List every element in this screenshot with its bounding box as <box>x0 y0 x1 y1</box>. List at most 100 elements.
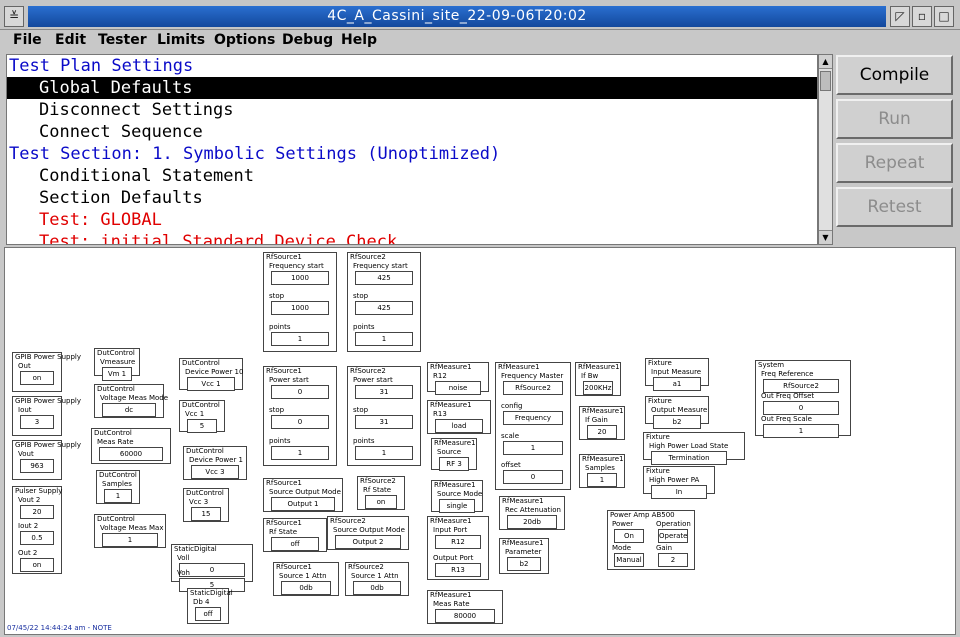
minimize-icon[interactable]: ▫ <box>912 6 932 27</box>
plan-item[interactable]: Test Plan Settings <box>9 56 194 76</box>
field-value[interactable]: 0db <box>353 581 401 595</box>
plan-scrollbar[interactable]: ▲ ▼ <box>818 54 833 245</box>
field-value[interactable]: 0 <box>763 401 839 416</box>
field-value[interactable]: Manual <box>614 553 644 567</box>
scroll-up-icon[interactable]: ▲ <box>819 55 832 69</box>
run-button[interactable]: Run <box>836 99 953 139</box>
field-value[interactable]: 3 <box>20 415 54 429</box>
field-value[interactable]: 1 <box>271 445 329 460</box>
field-label: Samples <box>102 480 132 488</box>
field-value[interactable]: RfSource2 <box>503 381 563 395</box>
field-value[interactable]: Termination <box>651 451 727 465</box>
repeat-button[interactable]: Repeat <box>836 143 953 183</box>
field-value[interactable]: Operate <box>658 529 688 543</box>
menu-help[interactable]: Help <box>341 32 378 48</box>
menu-file[interactable]: File <box>13 32 42 48</box>
field-value[interactable]: In <box>651 485 707 499</box>
resize-icon[interactable]: ◸ <box>890 6 910 27</box>
block-title: RfSource1 <box>266 479 302 487</box>
field-value[interactable]: dc <box>102 403 156 417</box>
field-value[interactable]: 1 <box>355 331 413 346</box>
field-value[interactable]: 20 <box>587 425 617 439</box>
retest-button[interactable]: Retest <box>836 187 953 227</box>
field-value[interactable]: 1000 <box>271 271 329 285</box>
field-value[interactable]: 1000 <box>271 301 329 316</box>
plan-item[interactable]: Section Defaults <box>39 188 203 208</box>
field-value[interactable]: 0db <box>281 581 331 595</box>
plan-item[interactable]: Test Section: 1. Symbolic Settings (Unop… <box>9 144 501 164</box>
field-value[interactable]: off <box>195 607 221 621</box>
field-value[interactable]: 1 <box>587 473 617 487</box>
field-value[interactable]: on <box>20 557 54 572</box>
field-value[interactable]: Vcc 3 <box>191 465 239 479</box>
field-value[interactable]: on <box>20 371 54 385</box>
field-value[interactable]: 1 <box>104 489 132 503</box>
field-value[interactable]: R13 <box>435 562 481 577</box>
field-value[interactable]: 963 <box>20 459 54 473</box>
compile-button[interactable]: Compile <box>836 55 953 95</box>
field-value[interactable]: 1 <box>503 440 563 455</box>
field-value[interactable]: 20db <box>507 515 557 529</box>
menu-options[interactable]: Options <box>214 32 276 48</box>
menu-limits[interactable]: Limits <box>157 32 206 48</box>
field-value[interactable]: On <box>614 529 644 543</box>
field-value[interactable]: 1 <box>271 331 329 346</box>
menu-tester[interactable]: Tester <box>98 32 147 48</box>
field-value[interactable]: 2 <box>658 553 688 567</box>
field-value[interactable]: off <box>271 537 319 551</box>
field-value[interactable]: noise <box>435 381 481 395</box>
plan-item[interactable]: Connect Sequence <box>39 122 203 142</box>
field-value[interactable]: 0 <box>271 415 329 430</box>
scroll-down-icon[interactable]: ▼ <box>819 230 832 244</box>
field-value[interactable]: 31 <box>355 385 413 399</box>
field-value[interactable]: Output 2 <box>335 535 401 549</box>
field-value[interactable]: 0 <box>179 563 245 577</box>
field-value[interactable]: b2 <box>507 557 541 571</box>
plan-item[interactable]: Disconnect Settings <box>39 100 234 120</box>
field-value[interactable]: 425 <box>355 301 413 316</box>
field-value[interactable]: 1 <box>102 533 158 547</box>
field-value[interactable]: b2 <box>653 415 701 429</box>
field-label: Vcc 1 <box>185 410 205 418</box>
field-value[interactable]: a1 <box>653 377 701 391</box>
field-value[interactable]: Vcc 1 <box>187 377 235 391</box>
window-menu-icon[interactable]: ≚ <box>4 6 24 27</box>
field-value[interactable]: 60000 <box>99 447 163 461</box>
plan-item[interactable]: Test: initial Standard Device Check <box>39 232 398 245</box>
field-value[interactable]: 1 <box>355 445 413 460</box>
field-value[interactable]: Vm 1 <box>102 367 132 381</box>
plan-item[interactable]: Conditional Statement <box>39 166 254 186</box>
block-title: Fixture <box>646 433 670 441</box>
field-value[interactable]: 31 <box>355 415 413 430</box>
field-value[interactable]: R12 <box>435 535 481 549</box>
maximize-icon[interactable]: □ <box>934 6 954 27</box>
field-value[interactable]: on <box>365 495 397 509</box>
field-value[interactable]: 15 <box>191 507 221 521</box>
field-value[interactable]: Frequency <box>503 410 563 425</box>
field-value[interactable]: RfSource2 <box>763 379 839 393</box>
field-value[interactable]: load <box>435 419 483 433</box>
field-value[interactable]: 200KHz <box>583 381 613 395</box>
field-value[interactable]: 80000 <box>435 609 495 623</box>
field-value[interactable]: 20 <box>20 505 54 519</box>
plan-item[interactable]: Test: GLOBAL <box>39 210 162 230</box>
field-value[interactable]: single <box>439 499 475 513</box>
menu-debug[interactable]: Debug <box>282 32 334 48</box>
field-value[interactable]: 0 <box>503 470 563 485</box>
scroll-thumb[interactable] <box>820 71 831 91</box>
field-value[interactable]: 5 <box>187 419 217 433</box>
field-value[interactable]: 1 <box>763 423 839 438</box>
field-value[interactable]: RF 3 <box>439 457 469 471</box>
plan-item[interactable]: Global Defaults <box>7 77 817 99</box>
block-title: RfSource2 <box>348 563 384 571</box>
field-value[interactable]: Output 1 <box>271 497 335 511</box>
menu-edit[interactable]: Edit <box>55 32 87 48</box>
field-value[interactable]: 0.5 <box>20 531 54 546</box>
field-value[interactable]: 0 <box>271 385 329 399</box>
field-value[interactable]: 425 <box>355 271 413 285</box>
